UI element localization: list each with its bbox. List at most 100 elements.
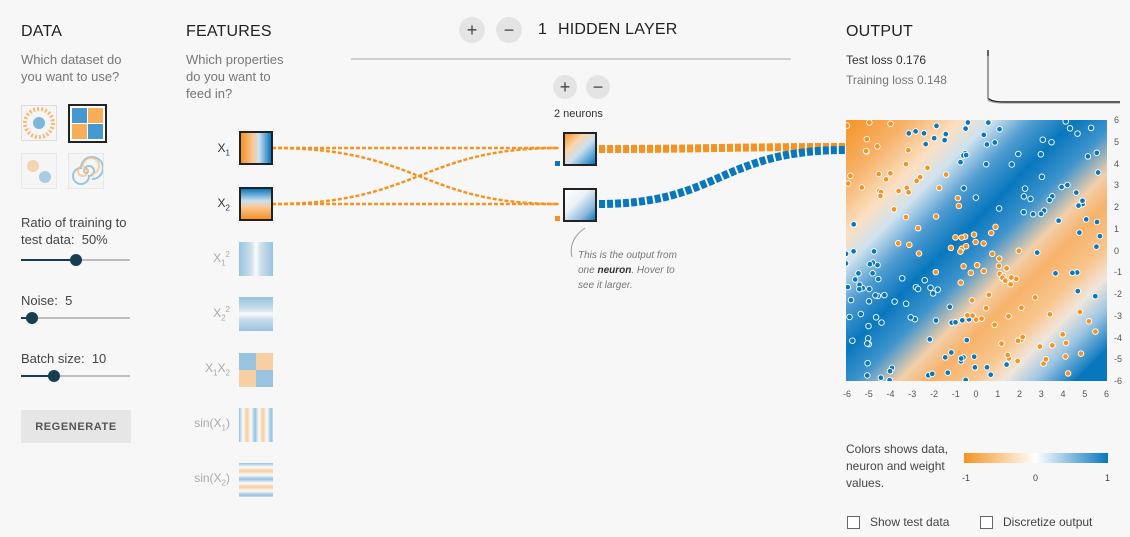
show-test-data-checkbox[interactable] [847,516,860,529]
data-point [968,297,976,304]
ratio-value: 50% [81,232,108,247]
data-point [914,224,922,232]
data-point [947,244,955,252]
output-heatmap[interactable] [846,120,1107,381]
data-point [991,139,999,146]
y-tick: -5 [1114,354,1123,365]
neuron-tooltip: This is the output from one neuron. Hove… [578,250,677,291]
data-point [982,160,990,168]
add-layer-button[interactable]: + [459,17,485,43]
dataset-circle-thumbnail[interactable] [21,105,57,141]
data-point [962,376,969,381]
data-points [846,120,1104,381]
data-point [902,160,910,168]
data-point [902,213,910,221]
data-point [957,158,964,166]
ratio-label: Ratio of training to test data: 50% [21,215,127,247]
data-point [864,340,871,347]
feature-sin-x1-tile[interactable] [239,408,273,442]
data-point [872,292,879,299]
y-tick: 4 [1114,158,1120,169]
data-point [886,376,893,381]
data-point [1048,138,1055,146]
data-point [905,146,912,154]
data-point [851,276,859,283]
neuron-1[interactable] [563,132,597,166]
data-point [894,240,902,247]
discretize-output-label[interactable]: Discretize output [1003,515,1093,529]
data-point [1094,169,1102,176]
data-point [898,275,906,282]
data-point [942,130,950,138]
data-point [1085,318,1093,325]
data-point [980,240,987,247]
data-point [1015,150,1022,158]
feature-x1-squared-tile[interactable] [239,242,273,276]
x-tick: 5 [1082,389,1088,399]
feature-sin-x2-tile[interactable] [239,463,273,497]
data-point [890,206,898,213]
training-loss: Training loss 0.148 [846,73,947,87]
feature-label-sin-x1: sin(X1) [194,416,230,433]
dataset-xor-thumbnail[interactable] [68,104,107,143]
data-point [1055,217,1062,224]
feature-x2-squared-tile[interactable] [239,297,273,331]
data-point [913,177,920,185]
ratio-slider-thumb[interactable] [70,254,82,266]
remove-neuron-button[interactable]: − [586,75,610,99]
neuron-2[interactable] [563,188,597,222]
x-tick: 0 [973,389,979,399]
feature-label-x1: X1 [217,141,230,158]
noise-slider-thumb[interactable] [26,312,38,324]
data-point [924,164,931,172]
discretize-output-checkbox[interactable] [980,516,993,529]
feature-x2-tile[interactable] [239,187,273,221]
data-point [891,298,898,305]
remove-layer-button[interactable]: − [496,17,522,43]
dataset-spiral-thumbnail[interactable] [68,153,104,189]
data-point [1021,185,1029,192]
dataset-gaussian-thumbnail[interactable] [21,153,57,189]
noise-label: Noise: 5 [21,293,73,308]
legend-tick-mid: 0 [1033,473,1039,483]
data-point [1076,308,1084,316]
regenerate-button[interactable]: REGENERATE [21,410,131,443]
data-point [1008,161,1016,168]
y-tick: -3 [1114,310,1123,321]
show-test-data-label[interactable]: Show test data [870,515,950,529]
data-point [856,285,863,293]
test-loss-value: 0.176 [896,53,927,67]
data-point [1092,292,1099,300]
data-point [1062,353,1069,360]
y-tick: 0 [1114,245,1120,256]
add-neuron-button[interactable]: + [553,75,577,99]
data-point [972,238,979,246]
batch-slider-thumb[interactable] [48,370,60,382]
data-point [869,270,876,277]
data-point [933,122,940,130]
data-point [1038,173,1046,181]
data-point [1027,195,1034,203]
data-point [846,313,853,321]
feature-label-sin-x2: sin(X2) [194,471,230,488]
data-point [1020,208,1027,216]
data-point [1062,339,1070,347]
feature-x1-tile[interactable] [239,131,273,165]
data-point [952,234,959,241]
data-point [1052,270,1059,277]
data-point [864,372,871,379]
data-point [980,267,988,275]
data-point [1037,151,1045,158]
color-legend-bar [964,453,1108,463]
data-point [932,317,940,324]
data-point [857,310,865,318]
loss-sparkline [987,50,1120,104]
feature-x1x2-tile[interactable] [239,353,273,387]
data-point [1093,243,1100,250]
feature-label-x1-squared: X12 [213,250,230,268]
y-tick: -1 [1114,267,1123,278]
data-point [926,336,934,343]
x-tick: 6 [1104,389,1110,399]
y-tick: 2 [1114,202,1120,212]
data-point [932,268,940,276]
